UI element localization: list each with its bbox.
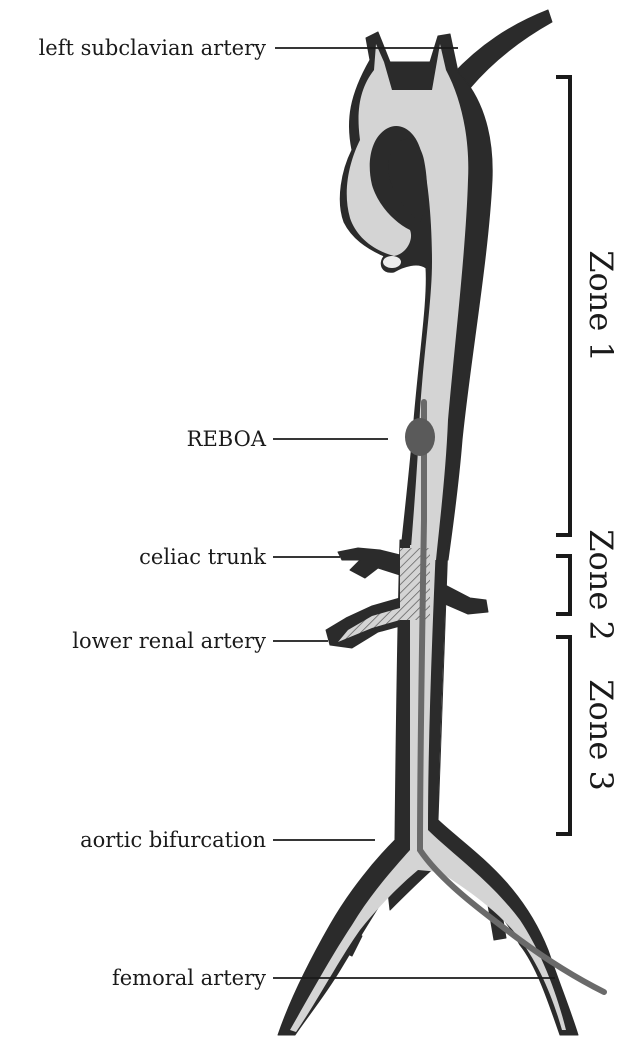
zone1-bracket <box>556 77 570 535</box>
zone3-bracket <box>556 637 570 834</box>
celiac-branch <box>338 548 400 578</box>
right-visceral-branch <box>445 585 488 614</box>
label-femoral: femoral artery <box>112 966 266 990</box>
label-left-subclavian: left subclavian artery <box>39 36 267 60</box>
zone3-label: Zone 3 <box>582 679 620 791</box>
label-renal: lower renal artery <box>72 629 266 653</box>
label-bifurcation: aortic bifurcation <box>80 828 266 852</box>
zone2-label: Zone 2 <box>582 529 620 641</box>
reboa-balloon <box>405 418 435 456</box>
label-celiac: celiac trunk <box>139 545 266 569</box>
arch-highlight <box>383 256 401 268</box>
subclavian-branch <box>452 10 552 88</box>
zone1-label: Zone 1 <box>582 250 620 362</box>
zone2-bracket <box>556 556 570 614</box>
label-reboa: REBOA <box>187 427 267 451</box>
